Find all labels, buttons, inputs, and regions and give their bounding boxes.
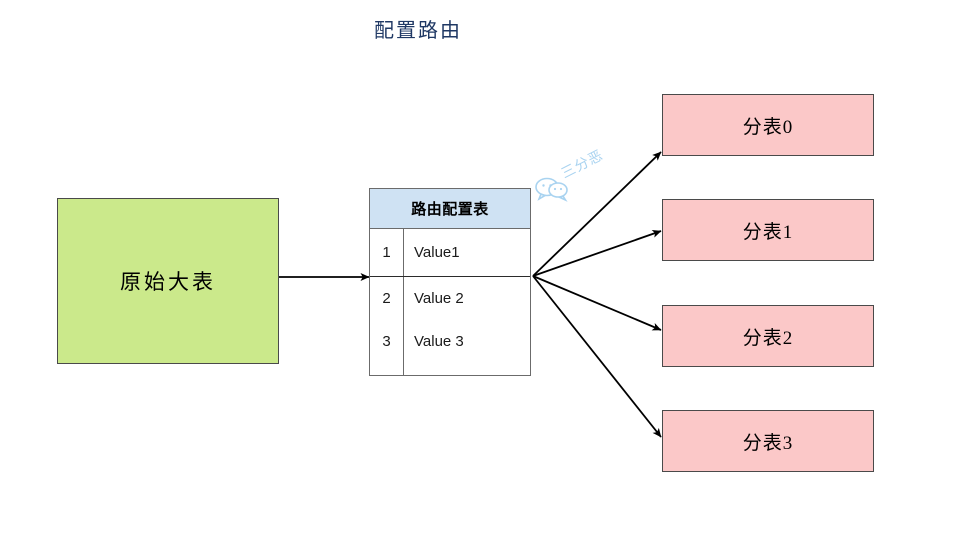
wechat-bubbles-icon [535,177,568,202]
arrow-table-to-shard-0 [532,151,662,277]
route-config-table-body: 1 Value1 2 Value 2 3 Value 3 [370,229,530,375]
watermark: 三分恶 [534,147,644,208]
table-cell-value: Value 2 [414,290,464,307]
page-title: 配置路由 [374,20,462,42]
arrow-table-to-shard-3 [532,275,662,438]
table-cell-key: 3 [382,333,391,350]
node-shard-2-label: 分表2 [742,327,794,349]
node-shard-2[interactable]: 分表2 [662,305,874,367]
table-row[interactable]: 3 Value 3 [370,320,530,363]
node-source-table[interactable]: 原始大表 [57,198,279,364]
arrow-table-to-shard-2 [532,275,662,331]
table-column-divider [403,229,404,375]
node-shard-0-label: 分表0 [742,116,794,138]
node-shard-3[interactable]: 分表3 [662,410,874,472]
watermark-text: 三分恶 [558,147,607,183]
node-shard-0[interactable]: 分表0 [662,94,874,156]
route-config-table[interactable]: 路由配置表 1 Value1 2 Value 2 3 Value 3 [369,188,531,376]
table-cell-key: 2 [382,290,391,307]
table-row[interactable]: 2 Value 2 [370,277,530,320]
table-cell-value: Value 3 [414,333,464,350]
table-cell-value: Value1 [414,244,460,261]
table-row[interactable]: 1 Value1 [370,229,530,277]
node-shard-1-label: 分表1 [742,221,794,243]
node-shard-1[interactable]: 分表1 [662,199,874,261]
table-cell-key: 1 [382,244,391,261]
node-source-table-label: 原始大表 [120,270,216,294]
arrow-table-to-shard-1 [532,230,662,277]
node-shard-3-label: 分表3 [742,432,794,454]
route-config-table-header: 路由配置表 [370,189,530,229]
